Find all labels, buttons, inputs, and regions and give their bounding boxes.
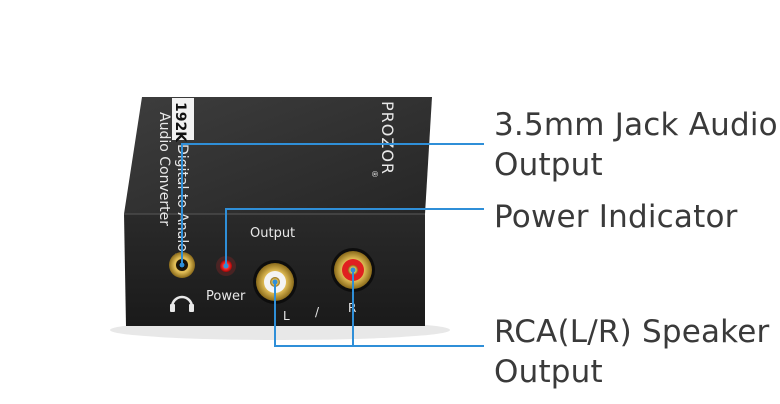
- power-callout: Power Indicator: [494, 197, 738, 237]
- rca-right-port: [331, 248, 375, 292]
- rca-leader-line: [274, 282, 484, 347]
- headphones-icon-right: [189, 304, 194, 312]
- rca-callout-line1: RCA(L/R) Speaker: [494, 314, 770, 350]
- output-port-label: Output: [250, 226, 295, 241]
- top-label: 192K Digital to Analog Audio Converter P…: [156, 98, 397, 261]
- power-callout-line1: Power Indicator: [494, 199, 738, 235]
- leader-lines: [181, 143, 484, 347]
- jack-callout: 3.5mm Jack Audio Output: [494, 105, 778, 185]
- left-channel-label: L: [283, 309, 290, 323]
- badge-background: [172, 98, 194, 140]
- brand-name: PROZOR: [378, 101, 397, 175]
- power-leader-line: [225, 208, 484, 266]
- rca-callout: RCA(L/R) Speaker Output: [494, 312, 769, 392]
- power-port-label: Power: [206, 289, 246, 304]
- rca-callout-line2: Output: [494, 354, 603, 390]
- box-top-face: [124, 97, 432, 214]
- headphones-icon-left: [170, 304, 175, 312]
- channel-separator-label: /: [315, 305, 320, 319]
- label-line2: Audio Converter: [156, 112, 172, 226]
- badge-text: 192K: [172, 102, 188, 143]
- jack-callout-line1: 3.5mm Jack Audio: [494, 107, 778, 143]
- jack-callout-line2: Output: [494, 147, 603, 183]
- headphones-icon: [170, 295, 194, 308]
- jack-leader-line: [181, 143, 484, 265]
- brand-mark: ®: [370, 170, 379, 178]
